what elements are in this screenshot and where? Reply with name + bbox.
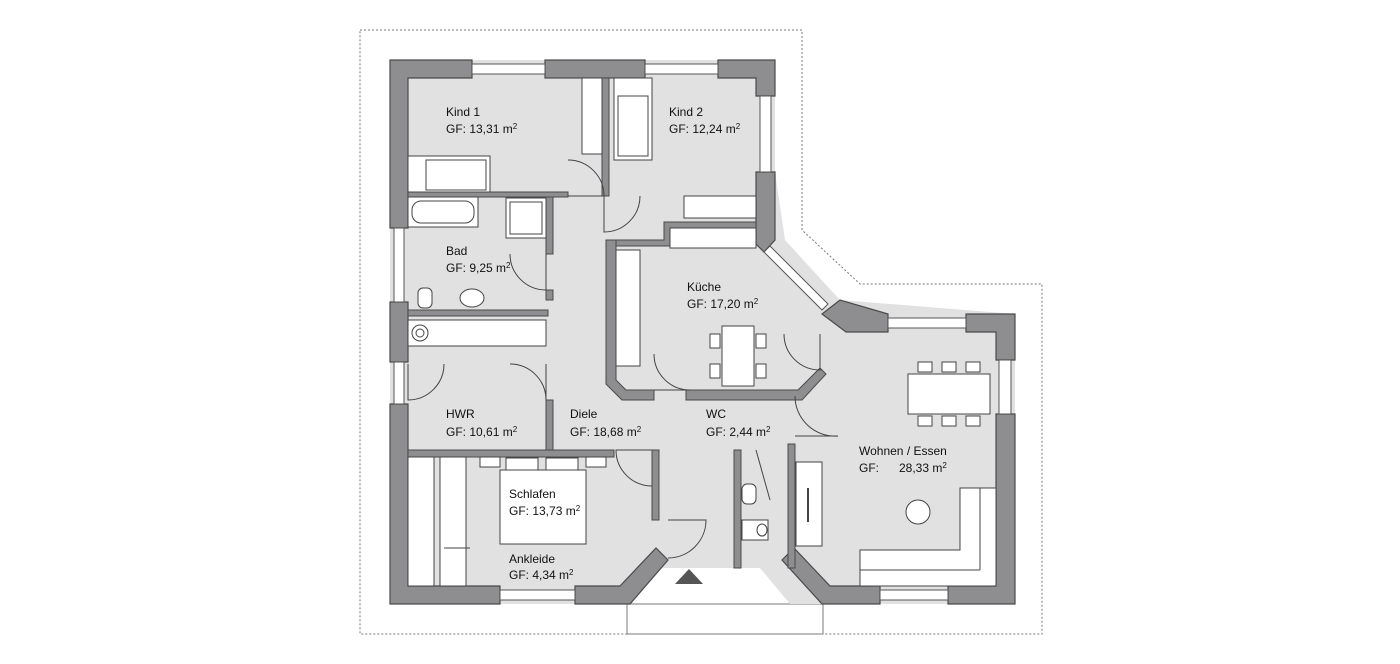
room-area-prefix: GF: bbox=[859, 461, 879, 475]
entrance-porch bbox=[626, 603, 824, 635]
svg-text:GF: 13,31 m2: GF: 13,31 m2 bbox=[446, 122, 518, 136]
svg-text:GF: 18,68 m2: GF: 18,68 m2 bbox=[570, 425, 642, 439]
room-name: Wohnen / Essen bbox=[859, 444, 947, 458]
exterior-walls bbox=[389, 59, 1016, 605]
kitchen-top-counter bbox=[669, 227, 757, 249]
room-name: Diele bbox=[570, 407, 598, 421]
sofa bbox=[859, 487, 997, 587]
room-name: Kind 1 bbox=[446, 105, 480, 119]
sink-wc bbox=[741, 519, 769, 541]
wardrobe-kind2 bbox=[683, 195, 757, 219]
room-label-kind1: Kind 1 GF: 13,31 m2 bbox=[446, 105, 518, 136]
room-area: GF: 18,68 m bbox=[570, 425, 637, 439]
room-label-wohnen: Wohnen / Essen GF: 28,33 m2 bbox=[859, 444, 947, 475]
room-area: GF: 13,73 m bbox=[509, 504, 576, 518]
svg-text:GF: 17,20 m2: GF: 17,20 m2 bbox=[687, 297, 759, 311]
doors bbox=[407, 159, 839, 559]
bed-kind2 bbox=[613, 77, 653, 161]
sink-bad bbox=[459, 288, 485, 308]
svg-text:GF: 10,61 m2: GF: 10,61 m2 bbox=[446, 425, 518, 439]
svg-text:GF: 4,34 m2: GF: 4,34 m2 bbox=[509, 568, 574, 582]
bed-schlafen bbox=[499, 469, 587, 545]
room-area: GF: 17,20 m bbox=[687, 297, 754, 311]
bathtub bbox=[407, 196, 479, 228]
svg-text:GF: 9,25 m2: GF: 9,25 m2 bbox=[446, 261, 511, 275]
room-name: WC bbox=[706, 407, 726, 421]
washer bbox=[411, 324, 429, 342]
furniture bbox=[407, 77, 997, 587]
room-area: GF: 10,61 m bbox=[446, 425, 513, 439]
room-name: Ankleide bbox=[509, 552, 555, 566]
toilet-wc bbox=[741, 483, 757, 505]
svg-text:GF: 13,73 m2: GF: 13,73 m2 bbox=[509, 504, 581, 518]
svg-text:28,33 m2: 28,33 m2 bbox=[899, 461, 947, 475]
wardrobe-ankleide bbox=[407, 456, 435, 587]
windows bbox=[393, 63, 1012, 601]
room-area: GF: 2,44 m bbox=[706, 425, 766, 439]
room-name: Schlafen bbox=[509, 487, 556, 501]
room-label-schlafen: Schlafen GF: 13,73 m2 bbox=[509, 487, 581, 518]
room-area: GF: 4,34 m bbox=[509, 568, 569, 582]
room-label-hwr: HWR GF: 10,61 m2 bbox=[446, 407, 518, 439]
room-label-kueche: Küche GF: 17,20 m2 bbox=[687, 280, 759, 311]
coffee-table bbox=[905, 499, 931, 525]
room-name: Küche bbox=[687, 280, 721, 294]
kitchen-table bbox=[721, 325, 755, 387]
room-label-wc: WC GF: 2,44 m2 bbox=[706, 407, 771, 439]
svg-text:GF: 2,44 m2: GF: 2,44 m2 bbox=[706, 425, 771, 439]
wardrobe-kind1 bbox=[581, 77, 603, 155]
room-label-bad: Bad GF: 9,25 m2 bbox=[446, 244, 511, 275]
dining-table bbox=[907, 373, 991, 415]
room-area: GF: 9,25 m bbox=[446, 261, 506, 275]
terrace-outline bbox=[359, 29, 1043, 635]
room-area: GF: 13,31 m bbox=[446, 122, 513, 136]
room-name: Bad bbox=[446, 244, 467, 258]
room-area: GF: 12,24 m bbox=[669, 122, 736, 136]
room-label-kind2: Kind 2 GF: 12,24 m2 bbox=[669, 105, 741, 136]
room-label-diele: Diele GF: 18,68 m2 bbox=[570, 407, 642, 439]
svg-text:GF: 12,24 m2: GF: 12,24 m2 bbox=[669, 122, 741, 136]
room-area: 28,33 m bbox=[899, 461, 942, 475]
toilet-bad bbox=[417, 287, 433, 309]
bed-kind1 bbox=[407, 155, 491, 193]
kitchen-counter bbox=[615, 249, 641, 367]
utility-counter bbox=[407, 319, 547, 347]
room-label-ankleide: Ankleide GF: 4,34 m2 bbox=[509, 552, 574, 582]
entrance-arrow-icon bbox=[675, 569, 703, 584]
room-name: HWR bbox=[446, 407, 475, 421]
shower bbox=[505, 197, 547, 239]
room-name: Kind 2 bbox=[669, 105, 703, 119]
